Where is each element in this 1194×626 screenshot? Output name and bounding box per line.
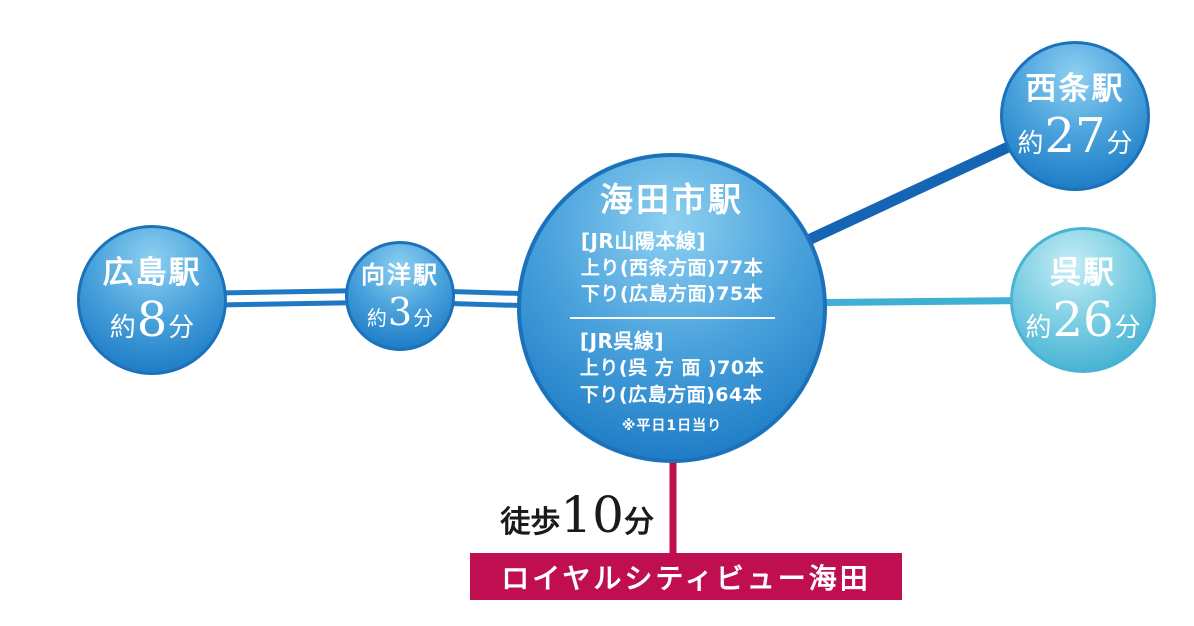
divider — [569, 316, 775, 319]
station-name: 海田市駅 — [600, 179, 744, 219]
station-name: 向洋駅 — [361, 260, 439, 290]
line-kure-info: [JR呉線] 上り(呉 方 面 )70本 下り(広島方面)64本 — [580, 327, 764, 408]
weekday-note: ※平日1日当り — [621, 418, 723, 435]
walk-time-label: 徒歩10分 — [500, 486, 654, 544]
line-up-count: 上り(西条方面)77本 — [580, 256, 764, 279]
station-name: 広島駅 — [102, 255, 202, 292]
line-sanyo-info: [JR山陽本線] 上り(西条方面)77本 下り(広島方面)75本 — [581, 227, 763, 308]
station-name: 西条駅 — [1025, 71, 1125, 108]
property-banner: ロイヤルシティビュー海田 — [470, 553, 902, 600]
line-name: [JR呉線] — [579, 328, 665, 353]
line-up-count: 上り(呉 方 面 )70本 — [579, 356, 765, 379]
station-name: 呉駅 — [1050, 255, 1116, 292]
line-down-count: 下り(広島方面)75本 — [580, 283, 764, 306]
line-name: [JR山陽本線] — [580, 228, 706, 253]
line-down-count: 下り(広島方面)64本 — [579, 383, 763, 406]
station-kaitaichi: 海田市駅 [JR山陽本線] 上り(西条方面)77本 下り(広島方面)75本 [J… — [517, 153, 827, 463]
